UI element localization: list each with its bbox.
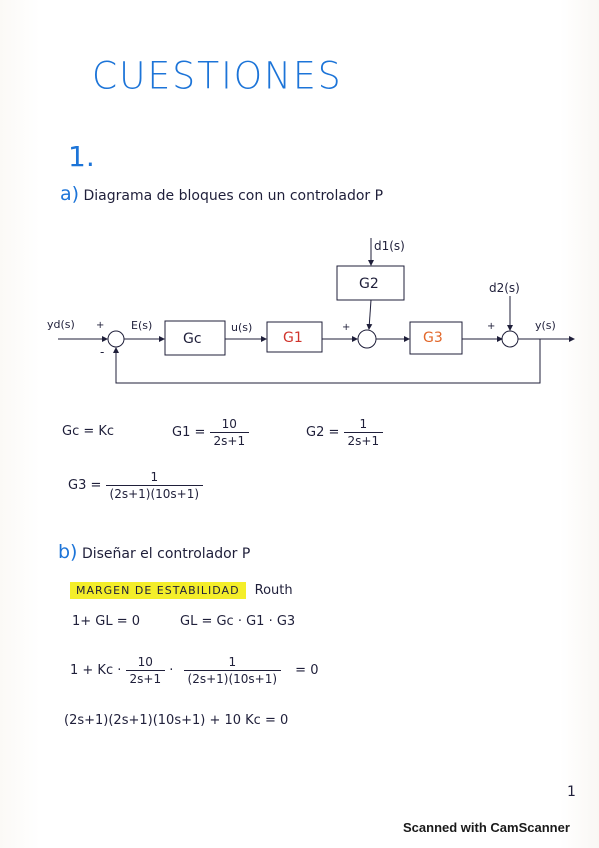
g2-fraction: 1 2s+1 [343,417,384,448]
g3-definition: G3 = 1 (2s+1)(10s+1) [68,470,204,501]
routh-label: Routh [254,583,293,598]
minus-sign-1: - [100,345,105,359]
summing-junction-3 [501,330,519,348]
g1-definition: G1 = 10 2s+1 [172,417,250,448]
g1-label: G1 [283,330,303,346]
plus-sign-2: + [342,322,351,333]
control-signal-label: u(s) [231,321,253,334]
g3-fraction: 1 (2s+1)(10s+1) [105,470,204,501]
page-title: CUESTIONES [92,54,343,99]
summing-junction-2 [357,329,377,349]
g1-lhs: G1 = [172,425,206,440]
equation-2-f1-numerator: 10 [137,655,153,669]
part-b-heading: b) Diseñar el controlador P [58,541,250,563]
stability-margin-highlight: MARGEN DE ESTABILIDAD [70,582,246,599]
part-a-text: Diagrama de bloques con un controlador P [83,188,384,204]
equation-2-prefix: 1 + Kc · [70,663,122,678]
equation-2-f1-denominator: 2s+1 [125,670,166,686]
g1-denominator: 2s+1 [209,432,250,448]
equation-1-right: GL = Gc · G1 · G3 [180,614,296,629]
part-b-text: Diseñar el controlador P [81,546,251,562]
question-number: 1. [68,140,95,173]
input-label: yd(s) [47,318,75,331]
equation-2-f2-denominator: (2s+1)(10s+1) [183,670,282,686]
g3-lhs: G3 = [68,478,102,493]
g2-definition: G2 = 1 2s+1 [306,417,384,448]
g3-denominator: (2s+1)(10s+1) [105,485,204,501]
plus-sign-1: + [96,320,105,331]
g1-numerator: 10 [221,417,237,431]
d1-label: d1(s) [374,239,405,253]
d2-label: d2(s) [489,281,520,295]
part-a-heading: a) Diagrama de bloques con un controlado… [60,183,383,205]
g2-label: G2 [359,276,379,292]
equation-2-fraction-2: 1 (2s+1)(10s+1) [183,655,282,686]
feedback-path [113,339,541,384]
plus-sign-3: + [487,321,496,332]
output-label: y(s) [535,319,556,332]
gc-label: Gc [183,331,202,347]
gc-block [164,320,226,356]
equation-3: (2s+1)(2s+1)(10s+1) + 10 Kc = 0 [64,713,289,728]
g3-numerator: 1 [150,470,159,484]
equation-2-f2-numerator: 1 [228,655,237,669]
g1-block [266,321,323,353]
g2-numerator: 1 [359,417,368,431]
g3-block [409,321,463,355]
equation-1-left: 1+ GL = 0 [72,614,141,629]
g2-lhs: G2 = [306,425,340,440]
equation-2: 1 + Kc · 10 2s+1 · 1 (2s+1)(10s+1) = 0 [70,655,318,686]
equation-2-dot: · [169,663,174,678]
part-a-letter: a) [60,183,80,205]
page-number: 1 [567,784,576,800]
camscanner-footer: Scanned with CamScanner [403,820,570,835]
g1-fraction: 10 2s+1 [209,417,250,448]
part-b-letter: b) [58,541,78,563]
g2-denominator: 2s+1 [343,432,384,448]
stability-line: MARGEN DE ESTABILIDAD Routh [70,579,293,599]
equation-2-suffix: = 0 [295,663,319,678]
equation-2-fraction-1: 10 2s+1 [125,655,166,686]
error-label: E(s) [131,319,153,332]
gc-definition: Gc = Kc [62,424,115,439]
summing-junction-1 [107,330,125,348]
g3-label: G3 [423,330,443,346]
